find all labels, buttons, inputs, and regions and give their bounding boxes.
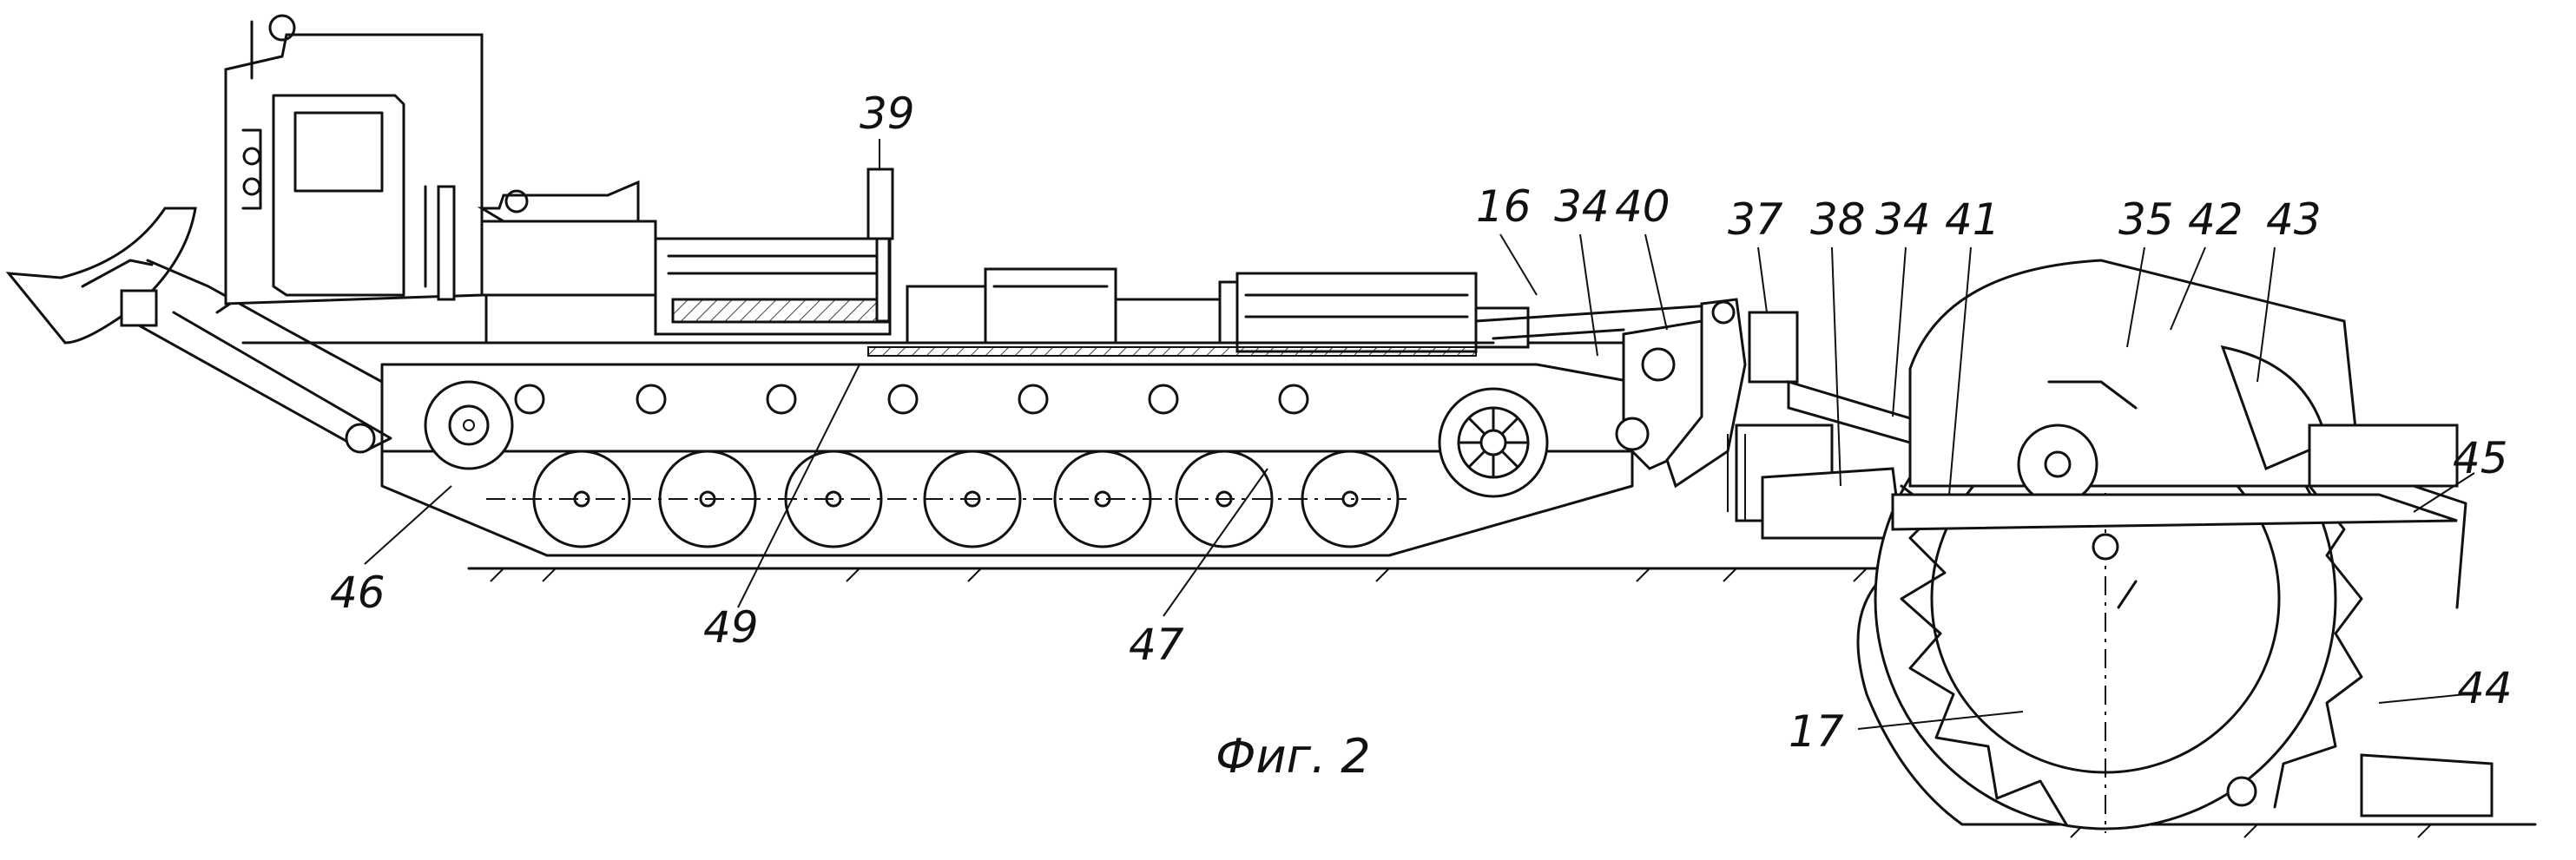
label-34b: 34 [1875, 194, 1931, 245]
label-40: 40 [1615, 181, 1670, 232]
label-17: 17 [1789, 706, 1844, 757]
label-42: 42 [2188, 194, 2243, 245]
cab [224, 14, 484, 305]
label-46: 46 [330, 568, 385, 618]
label-47: 47 [1129, 620, 1184, 670]
label-37: 37 [1728, 194, 1783, 245]
label-35: 35 [2118, 194, 2174, 245]
figure-caption: Фиг. 2 [1216, 729, 1371, 784]
label-43: 43 [2266, 194, 2322, 245]
rotor-wheel [1874, 259, 2363, 833]
part-labels: 39 16 34 40 37 38 34 41 35 42 43 45 44 1… [330, 89, 2513, 757]
label-38: 38 [1810, 194, 1866, 245]
engine-deck [477, 180, 1530, 357]
label-41: 41 [1945, 194, 2000, 245]
rear-frame [1891, 423, 2494, 817]
label-45: 45 [2453, 433, 2508, 483]
dozer-blade [5, 207, 392, 454]
ground-line [467, 567, 2537, 838]
label-49: 49 [703, 602, 759, 653]
label-39: 39 [860, 89, 915, 139]
exhaust-stack [866, 167, 894, 240]
label-44: 44 [2457, 663, 2513, 713]
track-assembly [424, 380, 1549, 548]
label-16: 16 [1476, 181, 1532, 232]
hitch-linkage [1474, 298, 1973, 540]
label-34a: 34 [1554, 181, 1610, 232]
